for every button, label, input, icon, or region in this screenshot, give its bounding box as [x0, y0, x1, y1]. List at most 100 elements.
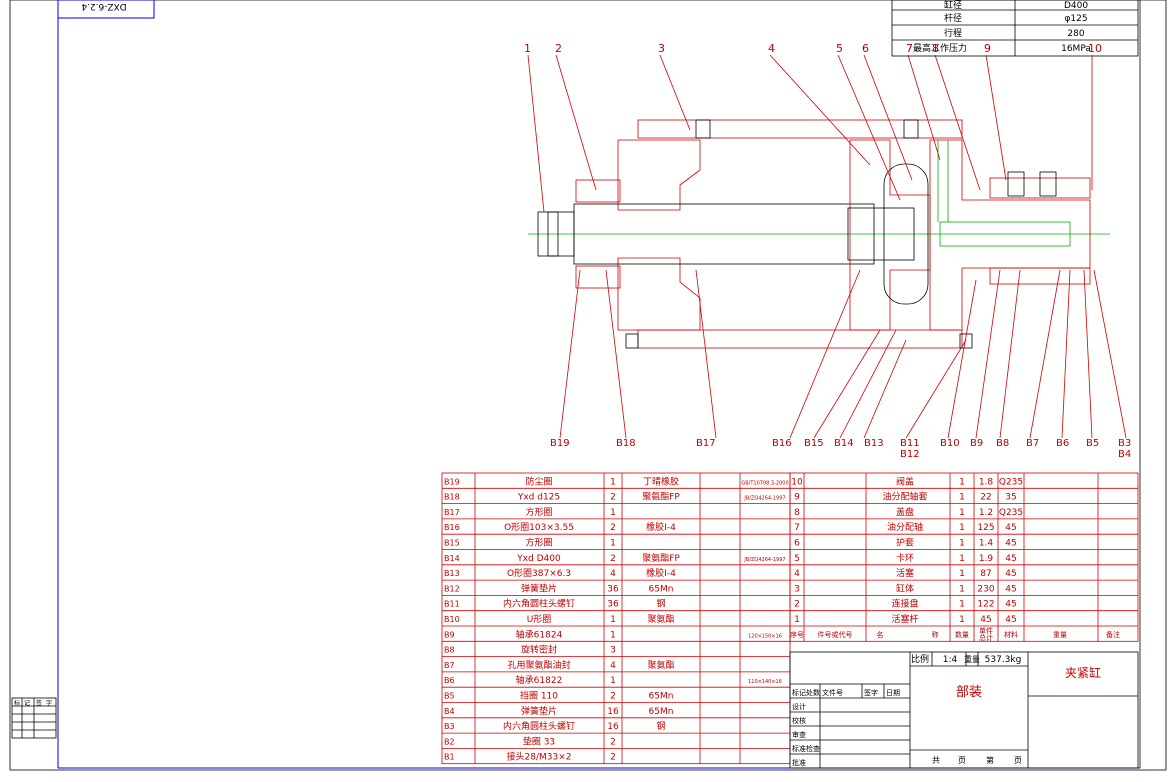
bom-right-cell: 45 — [980, 615, 991, 625]
bom-left-cell: B8 — [444, 646, 455, 655]
tb-row-4: 标准检查 — [792, 744, 820, 753]
bom-left-cell: B1 — [444, 753, 455, 762]
sheet-unit-1: 页 — [958, 756, 966, 765]
bom-left-cell: GB/T10708.3-2000 — [741, 480, 788, 486]
bom-right-cell: 45 — [1005, 615, 1016, 625]
tb-col-0: 文件号 — [822, 688, 843, 697]
bom-left-cell: 内六角圆柱头螺钉 — [503, 720, 575, 732]
bom-left-cell: 36 — [607, 600, 619, 610]
bom-right-cell: 1.4 — [979, 539, 994, 549]
bom-left-cell: JB/ZQ4264-1997 — [743, 496, 785, 502]
bom-left-cell: 1 — [610, 539, 616, 549]
bom-left-cell: 聚氨酯 — [647, 613, 674, 625]
bom-left-cell: 聚氨酯FP — [642, 552, 680, 564]
bom-left-cell: 110×140×16 — [748, 679, 782, 685]
bom-right-cell: 1 — [794, 615, 800, 625]
callout-10: 10 — [1088, 42, 1102, 55]
sheet-unit-2: 页 — [1014, 756, 1022, 765]
tb-row-2: 校核 — [792, 716, 806, 725]
spec-label-1: 杆径 — [944, 12, 962, 24]
scale-value: 1:4 — [943, 655, 958, 665]
bom-left-cell: 丁晴橡胶 — [643, 475, 679, 487]
sheet-no-label: 第 — [986, 755, 994, 765]
bom-right-cell: 45 — [1005, 539, 1016, 549]
weight-label: 重量 — [964, 654, 980, 664]
callout-b17: B17 — [696, 438, 716, 449]
bom-right-header: 名 — [877, 630, 884, 639]
bom-right-header: 序号 — [790, 630, 804, 639]
bom-left-cell: 2 — [610, 523, 616, 533]
margin-label-1: 记 — [24, 700, 30, 707]
bom-right-header: 总计 — [979, 633, 993, 642]
drawing-number: DXZ-6.2.4 — [81, 1, 127, 11]
margin-label-2: 签 — [36, 699, 42, 707]
margin-label-3: 字 — [46, 699, 52, 707]
callouts-top: 1 2 3 4 5 6 7 8 9 10 — [524, 42, 1102, 55]
bom-right-header: 重量 — [1053, 631, 1067, 639]
bom-right-cell: 1.9 — [979, 554, 994, 564]
bom-right-cell: 盖盘 — [896, 506, 914, 518]
bom-left-cell: 防尘圈 — [525, 475, 552, 487]
spec-value-2: 280 — [1067, 29, 1084, 39]
bom-right-header: 数量 — [955, 630, 969, 639]
bom-left-cell: B5 — [444, 692, 455, 701]
bom-right-cell: 1 — [959, 600, 965, 610]
bom-left-cell: 2 — [610, 737, 616, 747]
bom-left-cell: 方形圈 — [525, 506, 552, 518]
callout-4: 4 — [768, 42, 775, 55]
bom-right-cell: 油分配轴 — [887, 521, 923, 533]
product-name: 夹紧缸 — [1065, 665, 1101, 680]
spec-table — [891, 0, 1139, 57]
bom-left-cell: 120×150×16 — [748, 633, 782, 639]
bom-right-cell: 1.2 — [979, 508, 993, 518]
bom-left-cell: 挡圈 110 — [520, 690, 558, 702]
bom-left-cell: B3 — [444, 722, 455, 731]
bom-right-header: 单件 — [979, 626, 993, 635]
tb-col-2: 日期 — [886, 689, 900, 697]
title-block — [789, 651, 1139, 769]
bom-right-cell: 22 — [980, 493, 991, 503]
bom-left-cell: B11 — [444, 600, 460, 609]
bom-left-cell: 聚氨酯 — [647, 659, 674, 671]
bom-right-cell: 1 — [959, 508, 965, 518]
bom-left-cell: 4 — [610, 661, 616, 671]
callout-b13: B13 — [864, 438, 884, 449]
bom-left-cell: 1 — [610, 630, 616, 640]
bom-left-cell: B2 — [444, 737, 455, 746]
bom-left-cell: B15 — [444, 539, 460, 548]
bom-left-cell: B10 — [444, 615, 460, 624]
callouts-bottom: B19 B18 B17 B16 B15 B14 B13 B11 B12 B10 … — [550, 438, 1131, 460]
bom-left-cell: 钢 — [656, 598, 665, 610]
bom-right-cell: 87 — [980, 569, 991, 579]
bom-right-cell: Q235 — [999, 508, 1023, 518]
bom-left-cell: 1 — [610, 477, 616, 487]
bom-right-header: 件号或代号 — [818, 630, 853, 639]
bom-right-cell: 230 — [977, 584, 994, 594]
bom-right-cell: 1 — [959, 477, 965, 487]
tb-row-0: 标记处数 — [792, 688, 820, 697]
bom-right-header: 备注 — [1106, 630, 1120, 639]
bom-right-cell: 4 — [794, 569, 800, 579]
bom-left-cell: 接头28/M33×2 — [507, 751, 572, 763]
callout-b4: B4 — [1118, 449, 1131, 460]
spec-label-3: 最高工作压力 — [913, 42, 967, 54]
bom-right-cell: 卡环 — [896, 552, 914, 564]
bom-left-cell: 1 — [610, 676, 616, 686]
bom-right-cell: 9 — [794, 493, 800, 503]
callout-2: 2 — [555, 42, 562, 55]
cylinder-section — [528, 119, 1110, 349]
bom-right-header: 称 — [932, 630, 939, 639]
bom-right-cell: 45 — [1005, 584, 1016, 594]
bom-left-cell: 弹簧垫片 — [521, 582, 557, 594]
spec-value-3: 16MPa — [1061, 44, 1091, 54]
bom-left-cell: B13 — [444, 569, 460, 578]
bom-left-cell: U形圈 — [527, 613, 552, 625]
bom-left-cell: B18 — [444, 493, 460, 502]
bom-left-cell: 16 — [607, 722, 619, 732]
sheet-total-label: 共 — [932, 756, 940, 765]
bom-left-cell: 垫圈 33 — [523, 735, 555, 747]
callout-7: 7 — [906, 42, 913, 55]
callout-b9: B9 — [970, 438, 983, 449]
callout-1: 1 — [524, 42, 531, 55]
